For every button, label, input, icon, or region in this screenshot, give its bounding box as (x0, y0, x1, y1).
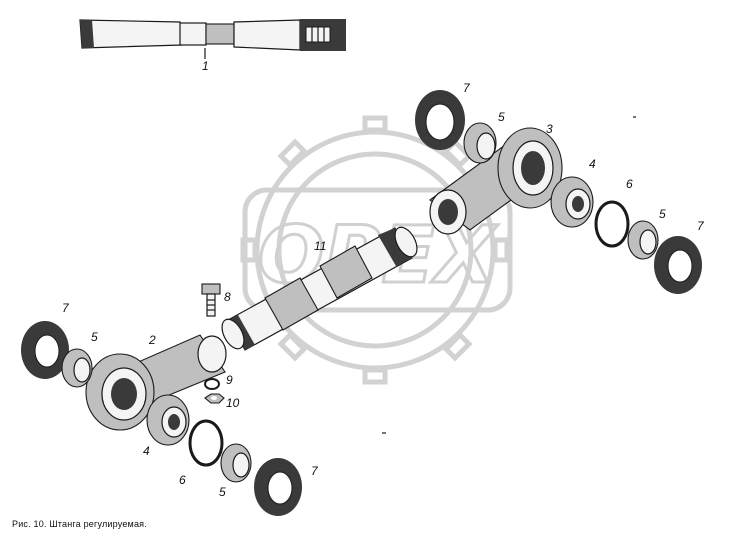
right-bearing-4 (550, 176, 594, 228)
left-bushing-5 (61, 348, 93, 388)
lower-snap-ring-6 (188, 419, 224, 467)
label-9: 9 (226, 373, 233, 387)
lower-bearing-4 (146, 394, 190, 446)
part-11-threaded-rod (221, 226, 418, 351)
right-bushing-5 (627, 220, 659, 260)
part-9-washer (204, 378, 220, 390)
label-1: 1 (202, 59, 209, 73)
label-7d: 7 (311, 464, 319, 478)
lower-bushing-5 (220, 443, 252, 483)
part-8-bolt (201, 283, 221, 317)
part-1-assembled-rod (79, 19, 346, 51)
left-seal-7 (21, 321, 69, 379)
label-10: 10 (226, 396, 240, 410)
label-7c: 7 (62, 301, 70, 315)
label-6b: 6 (179, 473, 186, 487)
figure-caption: Рис. 10. Штанга регулируемая. (12, 519, 147, 529)
lower-seal-7 (254, 458, 302, 516)
label-6a: 6 (626, 177, 633, 191)
right-seal-7 (654, 236, 702, 294)
label-7a: 7 (463, 81, 471, 95)
upper-bushing-5 (463, 122, 497, 164)
right-snap-ring-6 (594, 200, 630, 248)
label-2: 2 (148, 333, 156, 347)
label-11: 11 (314, 239, 326, 253)
label-4a: 4 (589, 157, 596, 171)
label-5b: 5 (659, 207, 666, 221)
part-10-nut (204, 393, 225, 404)
label-7b: 7 (697, 219, 705, 233)
upper-left-seal-7 (415, 90, 465, 150)
part-3-housing (429, 127, 563, 235)
label-5c: 5 (91, 330, 98, 344)
part-2-housing (85, 334, 227, 431)
label-4b: 4 (143, 444, 150, 458)
label-5d: 5 (219, 485, 226, 499)
label-5a: 5 (498, 110, 505, 124)
label-3: 3 (546, 122, 553, 136)
label-8: 8 (224, 290, 231, 304)
